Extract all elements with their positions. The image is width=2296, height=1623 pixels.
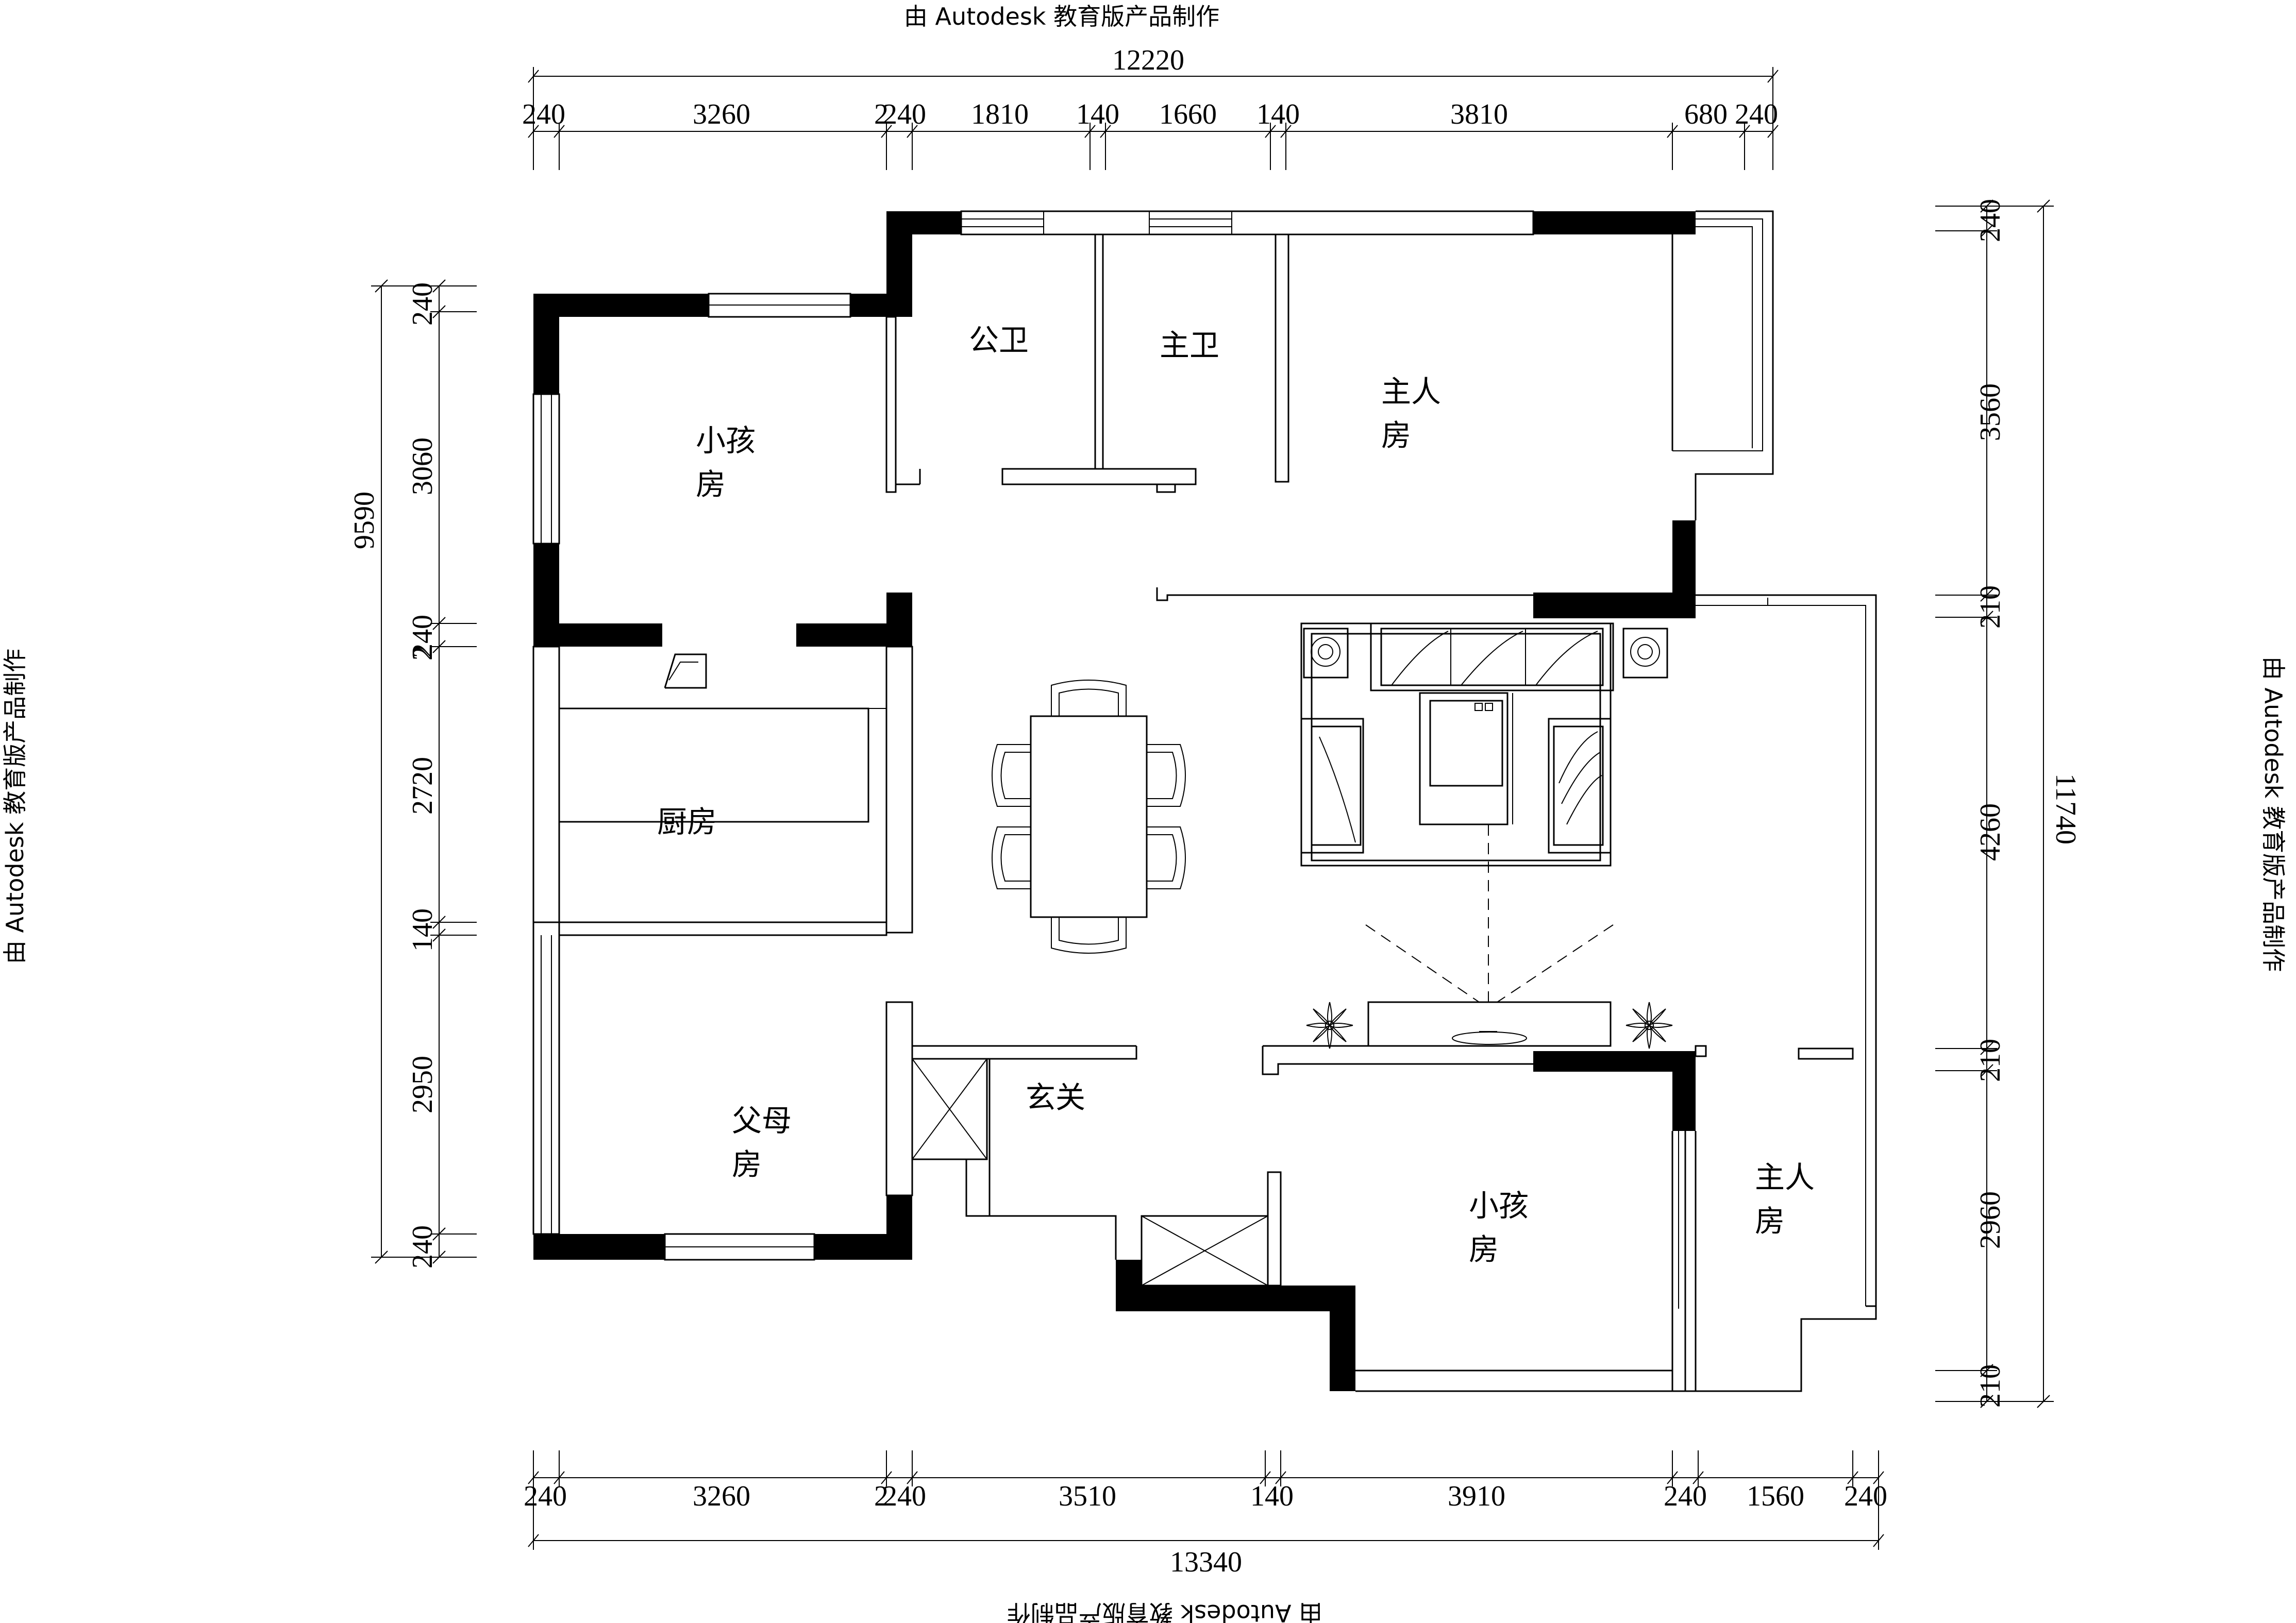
top-dimension-lines (528, 67, 1779, 170)
room-label-master-ne-2: 房 (1381, 418, 1411, 453)
dim-right-2: 210 (1974, 585, 2006, 629)
dim-bottom-2: 2 (874, 1480, 889, 1512)
tv-cabinet (1365, 824, 1614, 1047)
dim-left-total: 9590 (348, 492, 380, 549)
watermark-top: 由 Autodesk 教育版产品制作 (904, 3, 1219, 30)
dim-top-8: 3810 (1450, 98, 1508, 130)
dim-bottom-5: 140 (1250, 1480, 1294, 1512)
dim-top-1: 3260 (693, 98, 750, 130)
thin-walls (532, 210, 1877, 1392)
room-label-kitchen: 厨房 (657, 804, 717, 839)
dim-left-3: 2 (407, 646, 439, 661)
dim-top-labels: 240 3260 2 240 1810 140 1660 140 3810 68… (522, 98, 1778, 130)
room-label-master-se-1: 主人 (1755, 1160, 1815, 1195)
dim-top-5: 140 (1076, 98, 1119, 130)
dim-bottom-7: 240 (1664, 1480, 1707, 1512)
room-label-child-nw-2: 房 (696, 467, 726, 502)
shaft-cross-1 (911, 1058, 988, 1160)
dim-right-1: 3560 (1974, 383, 2006, 441)
dim-left-0: 240 (407, 282, 439, 326)
dim-bottom-9: 240 (1844, 1480, 1887, 1512)
dim-left-labels: 240 3060 240 2 2720 140 2950 240 (407, 282, 439, 1269)
plant-right (1625, 1002, 1673, 1049)
bottom-dimension-lines (528, 1450, 1884, 1550)
kitchen-counter (558, 653, 886, 823)
right-dimension-lines (1935, 199, 2054, 1408)
dining-table (992, 680, 1186, 954)
room-label-public-bath: 公卫 (969, 323, 1029, 358)
dim-right-6: 210 (1974, 1364, 2006, 1408)
room-label-parents-1: 父母 (732, 1103, 792, 1138)
room-label-child-s-2: 房 (1469, 1232, 1499, 1267)
shaft-cross-2 (1141, 1215, 1269, 1287)
dim-left-6: 2950 (407, 1056, 439, 1113)
dim-top-3: 240 (883, 98, 926, 130)
dim-top-2: 2 (874, 98, 889, 130)
dim-right-total: 11740 (2050, 773, 2082, 844)
dim-left-5: 140 (407, 908, 439, 952)
structural-walls (533, 211, 1696, 1391)
room-label-child-nw-1: 小孩 (696, 423, 756, 458)
dim-top-6: 1660 (1159, 98, 1217, 130)
room-label-master-ne-1: 主人 (1381, 374, 1441, 409)
dim-bottom-4: 3510 (1059, 1480, 1116, 1512)
dim-left-2: 240 (407, 615, 439, 658)
dim-bottom-6: 3910 (1448, 1480, 1505, 1512)
dim-left-7: 240 (407, 1225, 439, 1269)
dim-right-3: 4260 (1974, 803, 2006, 861)
dim-right-4: 210 (1974, 1039, 2006, 1082)
dim-bottom-3: 240 (883, 1480, 926, 1512)
dim-bottom-labels: 240 3260 2 240 3510 140 3910 240 1560 24… (524, 1480, 1887, 1512)
watermark-bottom: 由 Autodesk 教育版产品制作 (1007, 1599, 1322, 1623)
dim-bottom-total: 13340 (1170, 1546, 1242, 1578)
watermark-right: 由 Autodesk 教育版产品制作 (2259, 656, 2287, 972)
dim-top-0: 240 (522, 98, 565, 130)
dim-right-5: 2960 (1974, 1191, 2006, 1249)
dim-right-labels: 240 3560 210 4260 210 2960 210 (1974, 199, 2006, 1408)
dim-top-7: 140 (1256, 98, 1300, 130)
dim-top-9: 680 (1684, 98, 1728, 130)
room-label-entrance: 玄关 (1026, 1080, 1085, 1115)
living-sofas (1300, 622, 1668, 867)
left-dimension-lines (371, 279, 477, 1264)
dim-bottom-8: 1560 (1747, 1480, 1804, 1512)
dim-left-4: 2720 (407, 757, 439, 815)
room-label-master-bath: 主卫 (1160, 328, 1219, 363)
dim-right-0: 240 (1974, 199, 2006, 242)
room-label-master-se-2: 房 (1755, 1204, 1785, 1239)
dim-top-4: 1810 (971, 98, 1029, 130)
dim-bottom-1: 3260 (693, 1480, 750, 1512)
room-label-child-s-1: 小孩 (1469, 1188, 1529, 1223)
dim-top-total: 12220 (1112, 44, 1184, 76)
dim-bottom-0: 240 (524, 1480, 567, 1512)
dim-left-1: 3060 (407, 437, 439, 495)
watermark-left: 由 Autodesk 教育版产品制作 (1, 649, 29, 964)
dim-top-10: 240 (1735, 98, 1778, 130)
plant-left (1306, 1002, 1353, 1049)
room-label-parents-2: 房 (732, 1147, 762, 1182)
